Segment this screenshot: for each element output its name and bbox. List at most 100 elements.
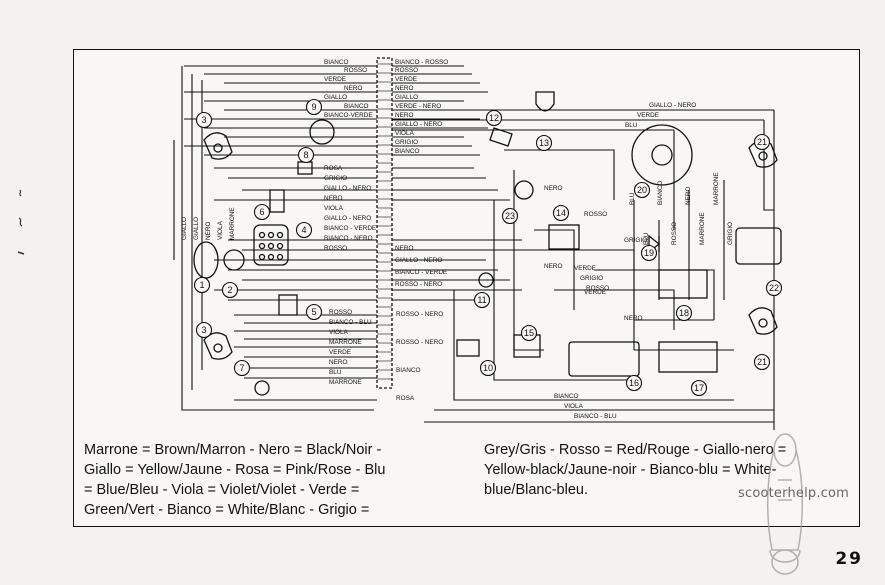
component-marker <box>305 303 323 321</box>
component-number: 6 <box>259 207 264 217</box>
wire-label: VERDE <box>637 112 659 119</box>
wire-label: GIALLO - NERO <box>395 121 442 128</box>
legend-right-line: Grey/Gris - Rosso = Red/Rouge - Giallo-n… <box>484 442 787 458</box>
cdi-unit <box>568 341 640 377</box>
wire <box>763 120 774 211</box>
component-number: 18 <box>679 308 689 318</box>
wire-label: GRIGIO <box>624 237 647 244</box>
battery <box>658 341 718 373</box>
wire-label: VIOLA <box>395 130 415 137</box>
connector-pin <box>258 242 266 250</box>
component-marker <box>753 353 771 371</box>
component-number: 10 <box>483 363 493 373</box>
wire <box>504 149 615 200</box>
brake-switch <box>489 127 513 147</box>
component-number: 9 <box>311 102 316 112</box>
wire-label: GRIGIO <box>580 275 603 282</box>
component-marker <box>675 304 693 322</box>
wire-label: VIOLA <box>329 329 349 336</box>
connector-pin <box>267 253 275 261</box>
component-marker <box>479 359 497 377</box>
wire-label: BIANCO - VERDE <box>324 225 376 232</box>
switch-pivot <box>758 151 768 161</box>
wire-label: BLU <box>625 122 638 129</box>
colour-legend: Marrone = Brown/Marron - Nero = Black/No… <box>84 440 849 520</box>
flasher <box>223 249 245 271</box>
component-marker <box>295 221 313 239</box>
wire <box>453 290 734 401</box>
wire-label: ROSSO <box>324 245 347 252</box>
legend-left-line: Marrone = Brown/Marron - Nero = Black/No… <box>84 442 382 458</box>
component-marker <box>193 276 211 294</box>
wiring-diagram: BIANCO - ROSSOBIANCOROSSOROSSOVERDEVERDE… <box>173 57 783 430</box>
component-marker <box>305 98 323 116</box>
wire-label: VERDE <box>329 349 351 356</box>
wire-label: NERO <box>324 195 342 202</box>
wire <box>594 269 715 320</box>
wire-label: BLU <box>629 192 636 205</box>
component-number: 21 <box>757 137 767 147</box>
wire-label: BIANCO - BLU <box>574 413 617 420</box>
component-number: 17 <box>694 383 704 393</box>
legend-right-line: Yellow-black/Jaune-noir - Bianco-blu = W… <box>484 462 777 478</box>
component-marker <box>625 374 643 392</box>
wire-label: ROSA <box>324 165 343 172</box>
wire-label: BIANCO <box>395 148 420 155</box>
wire-label: NERO <box>624 315 642 322</box>
wire-label: NERO <box>205 222 212 240</box>
wire-label: VIOLA <box>217 220 224 240</box>
component-marker <box>640 244 658 262</box>
legend-left-column: Marrone = Brown/Marron - Nero = Black/No… <box>84 440 474 520</box>
margin-scribble <box>14 180 34 280</box>
wire-label: BIANCO - VERDE <box>395 269 447 276</box>
wire-label: GIALLO <box>395 94 418 101</box>
component-marker <box>253 203 271 221</box>
component-number: 19 <box>644 248 654 258</box>
wire-label: VERDE - NERO <box>395 103 441 110</box>
legend-left-line: Giallo = Yellow/Jaune - Rosa = Pink/Rose… <box>84 462 386 478</box>
wire-label: GIALLO - NERO <box>324 185 371 192</box>
switch <box>203 132 233 160</box>
wire-label: GIALLO <box>324 94 347 101</box>
wire-label: VIOLA <box>564 403 584 410</box>
wire-label: ROSSO - NERO <box>396 339 443 346</box>
sensor <box>478 272 494 288</box>
wire-label: ROSSO <box>344 67 367 74</box>
regulator <box>548 224 580 250</box>
wire-label: MARRONE <box>699 212 706 245</box>
wire-label: BIANCO <box>554 393 579 400</box>
watermark-scooter-logo <box>766 433 804 575</box>
wire-lines <box>173 65 775 430</box>
wire-label: MARRONE <box>229 207 236 240</box>
component-marker <box>195 321 213 339</box>
wire-label: ROSSO <box>671 222 678 245</box>
connector-pin <box>276 231 284 239</box>
wire-label: NERO <box>395 85 413 92</box>
wire-label: NERO <box>395 245 413 252</box>
switch-pivot <box>213 343 223 353</box>
component-number: 16 <box>629 378 639 388</box>
wire-label: VERDE <box>324 76 346 83</box>
wire-label: BIANCO <box>396 367 421 374</box>
component-marker <box>233 359 251 377</box>
component-number: 15 <box>524 328 534 338</box>
wire-label: BIANCO - NERO <box>324 235 373 242</box>
wire-label: VERDE <box>395 76 417 83</box>
component-marker <box>690 379 708 397</box>
component-marker <box>473 291 491 309</box>
wire-label: BLU <box>643 232 650 245</box>
component-marker <box>535 134 553 152</box>
wire-label: ROSA <box>396 395 415 402</box>
component-number: 7 <box>239 363 244 373</box>
dashboard-unit <box>735 227 782 265</box>
ignition-switch <box>309 119 335 145</box>
component-marker <box>552 204 570 222</box>
relay <box>278 294 298 316</box>
component-number: 23 <box>505 211 515 221</box>
switch-pivot <box>758 318 768 328</box>
component-number: 3 <box>201 325 206 335</box>
wire-label: ROSSO <box>329 309 352 316</box>
wire-label: ROSSO - NERO <box>395 281 442 288</box>
wire-label: NERO <box>544 185 562 192</box>
